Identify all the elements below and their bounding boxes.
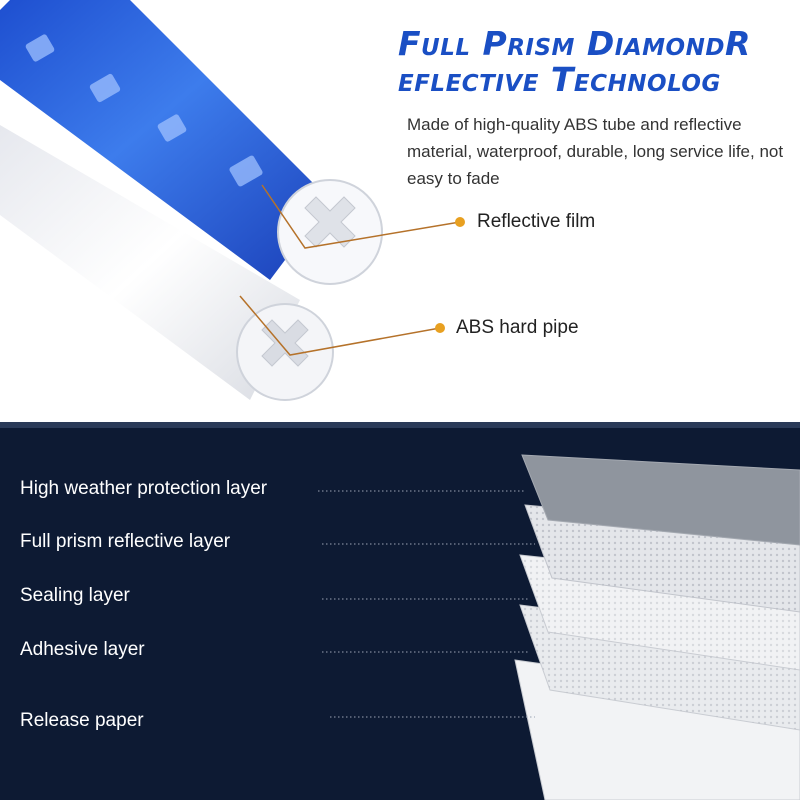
abs-pipe-label: ABS hard pipe xyxy=(456,317,579,338)
layer-label-prism: Full prism reflective layer xyxy=(20,531,231,552)
tube-prism-pattern xyxy=(25,34,263,187)
weather-layer-sheet xyxy=(521,454,800,546)
title-line-1: Full Prism DiamondR xyxy=(398,24,751,63)
layer-label-adhesive: Adhesive layer xyxy=(20,639,145,660)
product-description: Made of high-quality ABS tube and reflec… xyxy=(407,115,784,188)
title-line-2: eflective Technolog xyxy=(398,60,721,99)
reflective-film-leader xyxy=(261,184,461,249)
layer-label-sealing: Sealing layer xyxy=(20,585,130,606)
layer-label-weather: High weather protection layer xyxy=(20,478,268,499)
reflective-tube-end xyxy=(277,179,383,285)
reflective-film-label: Reflective film xyxy=(477,211,596,232)
layer-label-release: Release paper xyxy=(20,710,144,731)
abs-pipe-body xyxy=(0,125,300,400)
abs-pipe-leader xyxy=(239,295,441,356)
reflective-film-dot xyxy=(455,217,465,227)
abs-pipe-dot xyxy=(435,323,445,333)
panel-divider xyxy=(0,422,800,428)
reflective-tube-body xyxy=(0,0,330,280)
tube-illustration xyxy=(0,0,465,401)
